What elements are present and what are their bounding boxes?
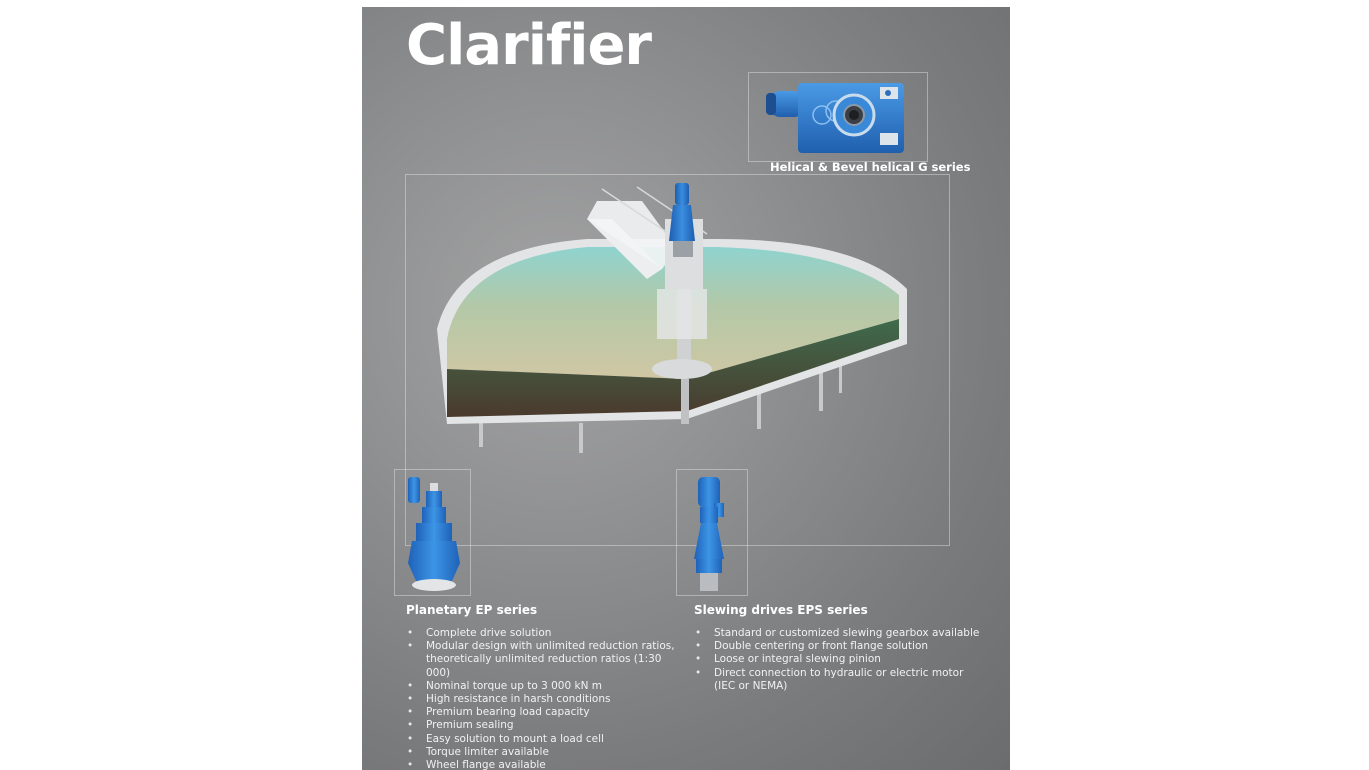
clarifier-image-frame	[405, 174, 950, 546]
feature-item: Nominal torque up to 3 000 kN m	[406, 680, 686, 693]
slewing-section-title: Slewing drives EPS series	[694, 603, 868, 617]
feature-item: Loose or integral slewing pinion	[694, 653, 984, 666]
helical-caption: Helical & Bevel helical G series	[770, 160, 971, 174]
planetary-image-frame	[394, 469, 471, 596]
page-title: Clarifier	[406, 13, 652, 78]
planetary-gearbox-image	[408, 477, 460, 591]
helical-image-frame	[748, 72, 928, 162]
feature-item: Modular design with unlimited reduction …	[406, 640, 686, 680]
feature-item: Double centering or front flange solutio…	[694, 640, 984, 653]
slewing-feature-list: Standard or customized slewing gearbox a…	[694, 627, 984, 693]
feature-item: Premium bearing load capacity	[406, 706, 686, 719]
feature-item: Wheel flange available	[406, 759, 686, 770]
brochure-page: Clarifier Helical & Bevel helical G seri…	[362, 7, 1010, 770]
helical-bevel-gearbox-image	[766, 83, 904, 153]
feature-item: Standard or customized slewing gearbox a…	[694, 627, 984, 640]
planetary-feature-list: Complete drive solution Modular design w…	[406, 627, 686, 770]
feature-item: Direct connection to hydraulic or electr…	[694, 667, 984, 693]
feature-item: Premium sealing	[406, 719, 686, 732]
feature-item: Easy solution to mount a load cell	[406, 733, 686, 746]
clarifier-tank-cutaway-image	[437, 183, 907, 453]
feature-item: Complete drive solution	[406, 627, 686, 640]
planetary-section-title: Planetary EP series	[406, 603, 538, 617]
slewing-drive-image	[694, 477, 724, 591]
feature-item: Torque limiter available	[406, 746, 686, 759]
slewing-image-frame	[676, 469, 748, 596]
feature-item: High resistance in harsh conditions	[406, 693, 686, 706]
